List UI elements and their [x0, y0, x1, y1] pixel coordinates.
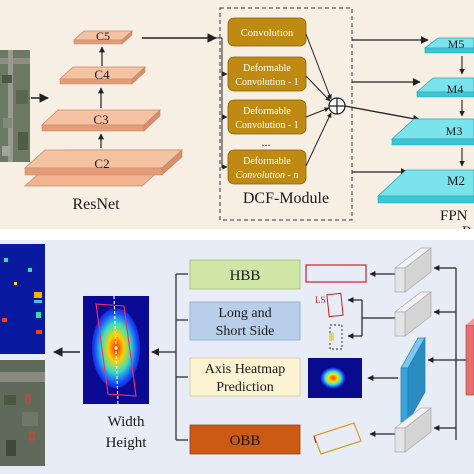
head-axis-line2: Prediction — [216, 380, 274, 395]
dcf-module-frame — [219, 7, 353, 221]
arrow-sum-m3 — [344, 105, 421, 123]
head-axis-heatmap: Axis Heatmap Prediction — [189, 357, 301, 397]
side-tag: LS — [315, 295, 326, 305]
dcf-module-title: DCF-Module — [243, 190, 329, 207]
resnet-label-c5: C5 — [96, 29, 110, 43]
dcf-block-deform-1a-line1: Deformable — [243, 63, 291, 74]
head-hbb-label: HBB — [230, 268, 261, 284]
dcf-block-deform-1b: Deformable Convolution - 1 — [227, 99, 307, 135]
dcf-block-deform-n: Deformable Convolution - n — [227, 149, 307, 185]
dcf-block-deform-1a: Deformable Convolution - 1 — [227, 56, 307, 92]
resnet-layer-c3 — [40, 109, 162, 132]
head-obb: OBB — [189, 424, 301, 455]
fpn-label-m5: M5 — [448, 37, 465, 51]
fpn-title: FPN — [440, 208, 468, 224]
input-feature-block — [465, 318, 474, 396]
arrow-deformn-sum — [305, 112, 332, 167]
arrow-deform1a-sum — [305, 75, 331, 102]
channel-stack-obb — [393, 407, 433, 453]
sum-circle-icon — [328, 97, 346, 115]
axis-heatmap-glyph — [308, 358, 362, 398]
heatmap-image — [83, 295, 149, 405]
resnet-layer-c2 — [23, 149, 184, 187]
arrow-conv-sum — [305, 33, 332, 100]
fpn-level-m4 — [415, 77, 474, 98]
head-long-short-side: Long and Short Side — [189, 301, 301, 341]
resnet-label-c3: C3 — [93, 112, 108, 127]
head-obb-label: OBB — [230, 433, 261, 449]
dcf-block-deform-1b-line1: Deformable — [243, 106, 291, 117]
result-label-width: Width — [108, 414, 145, 430]
result-label-height: Height — [106, 435, 148, 451]
aerial-image — [0, 50, 30, 162]
head-axis-line1: Axis Heatmap — [205, 362, 285, 377]
head-hbb: HBB — [189, 259, 301, 290]
obb-glyph — [313, 422, 362, 455]
arrow-deform1b-sum — [305, 107, 330, 118]
dcf-block-conv-label: Convolution — [241, 28, 294, 39]
fpn-level-m5 — [423, 37, 474, 54]
resnet-label-c4: C4 — [94, 67, 110, 82]
resnet-label-c2: C2 — [94, 156, 109, 171]
channel-bar — [400, 336, 426, 424]
output-image-strip — [0, 244, 45, 466]
dcf-ellipsis: ... — [262, 135, 271, 149]
hbb-glyph — [305, 264, 367, 283]
fpn-level-m2 — [376, 169, 474, 204]
dcf-block-deform-n-line1: Deformable — [243, 156, 291, 167]
channel-stack-side — [393, 291, 433, 337]
resnet-stack: C2 C3 C4 C5 — [23, 29, 184, 187]
fpn-stack: M5 M4 M3 M2 — [376, 37, 474, 204]
channel-stack-hbb — [393, 247, 433, 293]
head-long-short-line2: Short Side — [216, 324, 275, 339]
resnet-layer-c4 — [58, 66, 147, 85]
dcf-block-deform-1a-line2: Convolution - 1 — [235, 77, 298, 88]
dcf-block-deform-1b-line2: Convolution - 1 — [235, 120, 298, 131]
fpn-level-m3 — [390, 118, 474, 146]
fpn-label-m4: M4 — [447, 82, 464, 96]
head-long-short-line1: Long and — [218, 306, 271, 321]
dcf-block-deform-n-line2: Convolution - n — [236, 170, 299, 181]
fpn-label-m3: M3 — [446, 124, 463, 138]
resnet-layer-c5 — [72, 30, 134, 45]
resnet-title: ResNet — [72, 196, 120, 213]
dcf-block-conv: Convolution — [227, 17, 307, 47]
fpn-label-m2: M2 — [447, 173, 465, 188]
side-glyph: LS — [315, 292, 344, 350]
